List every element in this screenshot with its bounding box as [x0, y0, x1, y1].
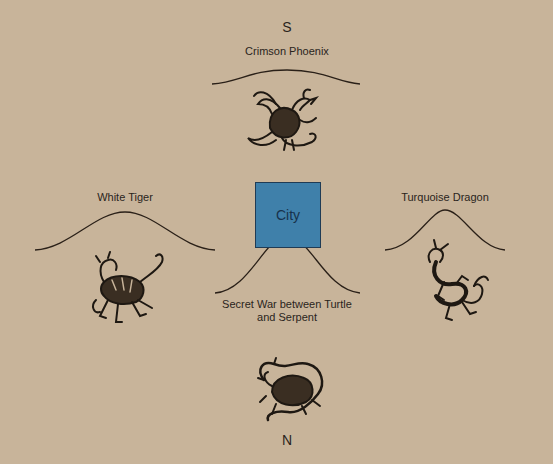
guardian-name: Turquoise Dragon: [401, 191, 489, 204]
phoenix-figure: [248, 89, 316, 150]
mountain-curves: [35, 70, 505, 293]
guardian-name: White Tiger: [97, 191, 153, 204]
city-box: City: [255, 182, 321, 248]
direction-letter: S: [282, 19, 291, 36]
direction-letter: N: [282, 432, 292, 449]
turtle-serpent-figure: [258, 358, 322, 420]
dragon-figure: [429, 240, 488, 320]
tiger-figure: [93, 252, 163, 322]
guardian-name: Secret War between Turtle and Serpent: [222, 298, 352, 324]
city-label: City: [276, 207, 300, 223]
guardian-name: Crimson Phoenix: [245, 45, 329, 58]
